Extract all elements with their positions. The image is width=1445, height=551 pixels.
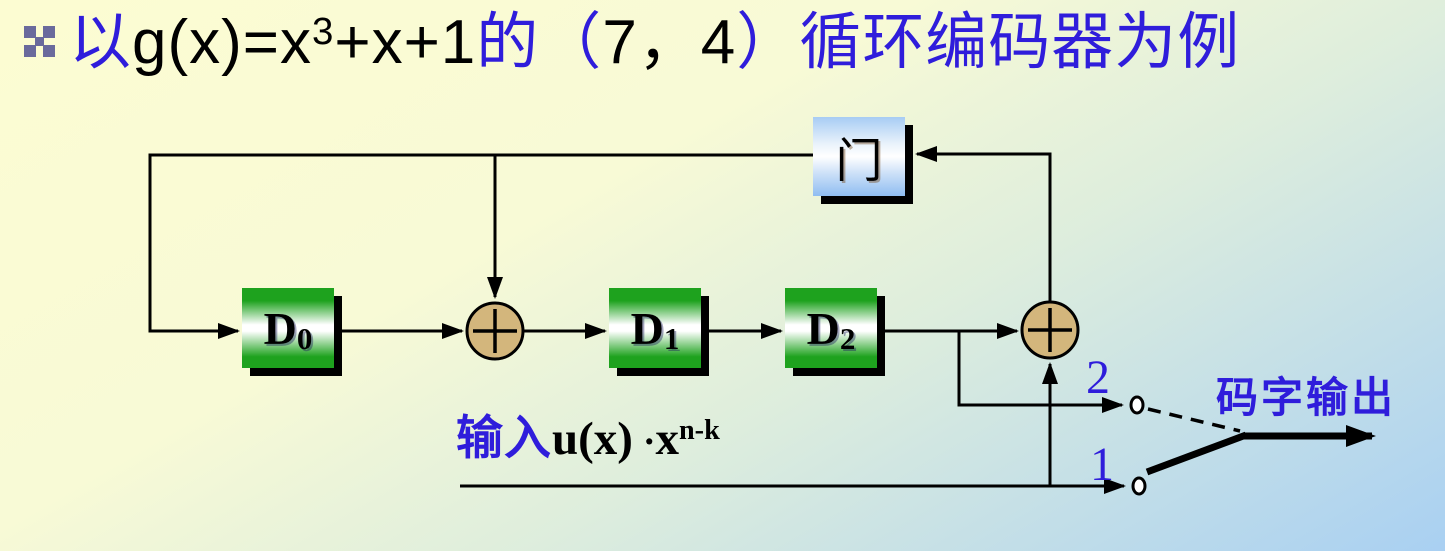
grid-bullet-icon — [24, 26, 55, 57]
switch-arm — [1145, 431, 1248, 476]
slide-title: 以g(x)=x3+x+1的（7，4）循环编码器为例 — [69, 8, 1240, 77]
switch-contact-2 — [1129, 395, 1145, 415]
gate-box: 门 — [813, 117, 905, 196]
register-d0-sub: 0 — [296, 320, 313, 356]
feedback-wire-to-d0 — [148, 153, 813, 339]
switch-dashed-position — [1147, 407, 1241, 433]
switch-position-2-label: 2 — [1086, 351, 1110, 404]
output-label: 码字输出 — [1216, 376, 1397, 422]
title-seg-exponent: 3 — [312, 9, 335, 53]
input-label-cjk: 输入 — [456, 413, 552, 465]
slide-title-row: 以g(x)=x3+x+1的（7，4）循环编码器为例 — [24, 8, 1240, 77]
wire-branch-to-contact2 — [957, 331, 1124, 413]
input-label-x: x — [655, 413, 680, 465]
switch-contact-1 — [1131, 476, 1147, 496]
register-d2-label: D — [806, 302, 840, 354]
register-d2-sub: 2 — [839, 320, 856, 356]
title-seg-74: 7，4 — [602, 8, 737, 77]
gate-label: 门 — [835, 134, 883, 187]
register-d1-label: D — [630, 302, 664, 354]
xor-adder-2 — [1020, 300, 1080, 360]
register-d0-label: D — [263, 302, 297, 354]
title-seg-gx: g(x)=x — [132, 8, 312, 77]
title-seg-yi: 以 — [69, 8, 133, 77]
switch-position-1-label: 1 — [1090, 438, 1114, 491]
input-label-exponent: n-k — [679, 414, 720, 446]
title-seg-encoder: 循环编码器为例 — [799, 8, 1241, 77]
title-seg-poly: +x+1 — [334, 8, 477, 77]
input-label-func: u(x) — [552, 413, 633, 465]
title-seg-paren-open: （ — [539, 8, 603, 77]
title-seg-de: 的 — [476, 8, 540, 77]
input-label: 输入u(x)·xn-k — [456, 399, 720, 468]
xor-adder-1 — [465, 301, 525, 361]
wire-adder2-to-gate — [915, 146, 1052, 301]
title-seg-paren-close: ） — [736, 8, 800, 77]
register-d1-sub: 1 — [663, 320, 680, 356]
plus-icon — [1028, 308, 1072, 352]
plus-icon — [473, 309, 517, 353]
multiply-dot: · — [642, 422, 656, 463]
